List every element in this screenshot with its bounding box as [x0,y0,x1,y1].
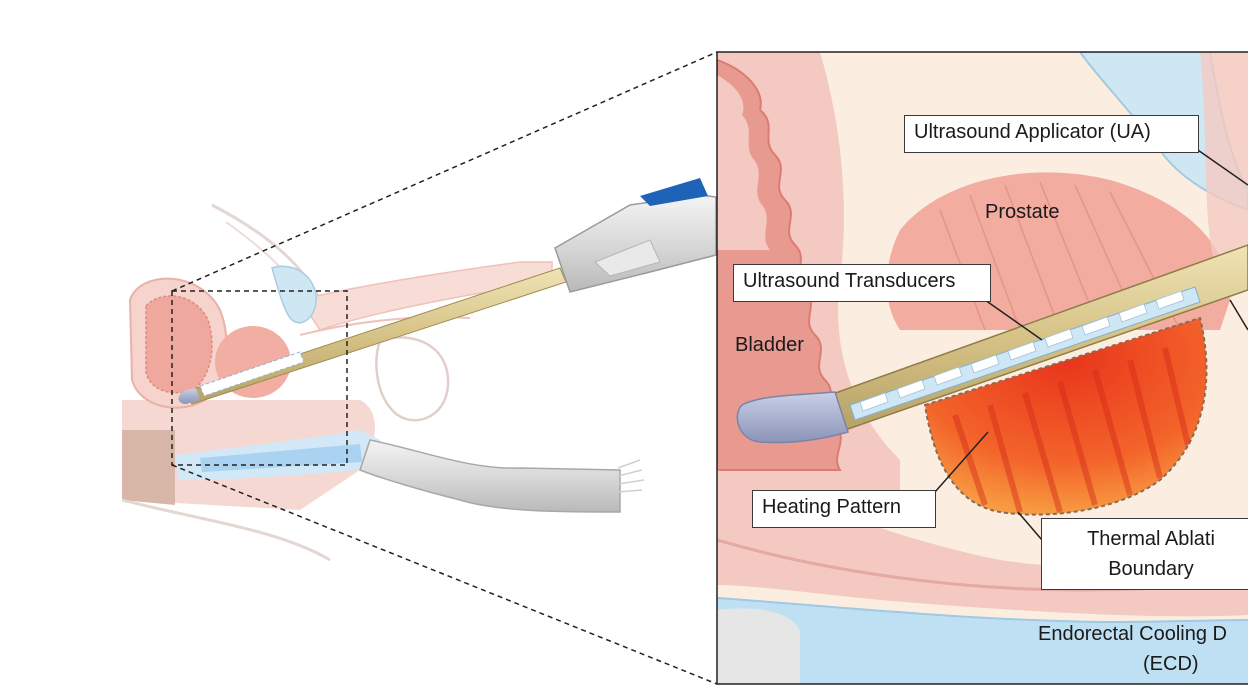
zoom-projection-lines [171,51,718,685]
label-ecd-line1: Endorectal Cooling D [1038,623,1227,645]
overview-anatomy [121,178,717,562]
label-ecd-line2: (ECD) [1143,653,1199,675]
label-endorectal-cooling-device: Endorectal Cooling D (ECD) [1038,622,1248,676]
label-ultrasound-transducers: Ultrasound Transducers [733,264,991,302]
label-bladder: Bladder [735,334,804,356]
label-thermal-ablation-line2: Boundary [1108,558,1194,580]
label-thermal-ablation-line1: Thermal Ablati [1087,528,1215,550]
label-heating-pattern: Heating Pattern [752,490,936,528]
label-prostate: Prostate [985,201,1060,223]
label-thermal-ablation-boundary: Thermal Ablati Boundary [1041,518,1248,590]
label-ultrasound-applicator: Ultrasound Applicator (UA) [904,115,1199,153]
zoom-panel-border [716,51,1248,685]
